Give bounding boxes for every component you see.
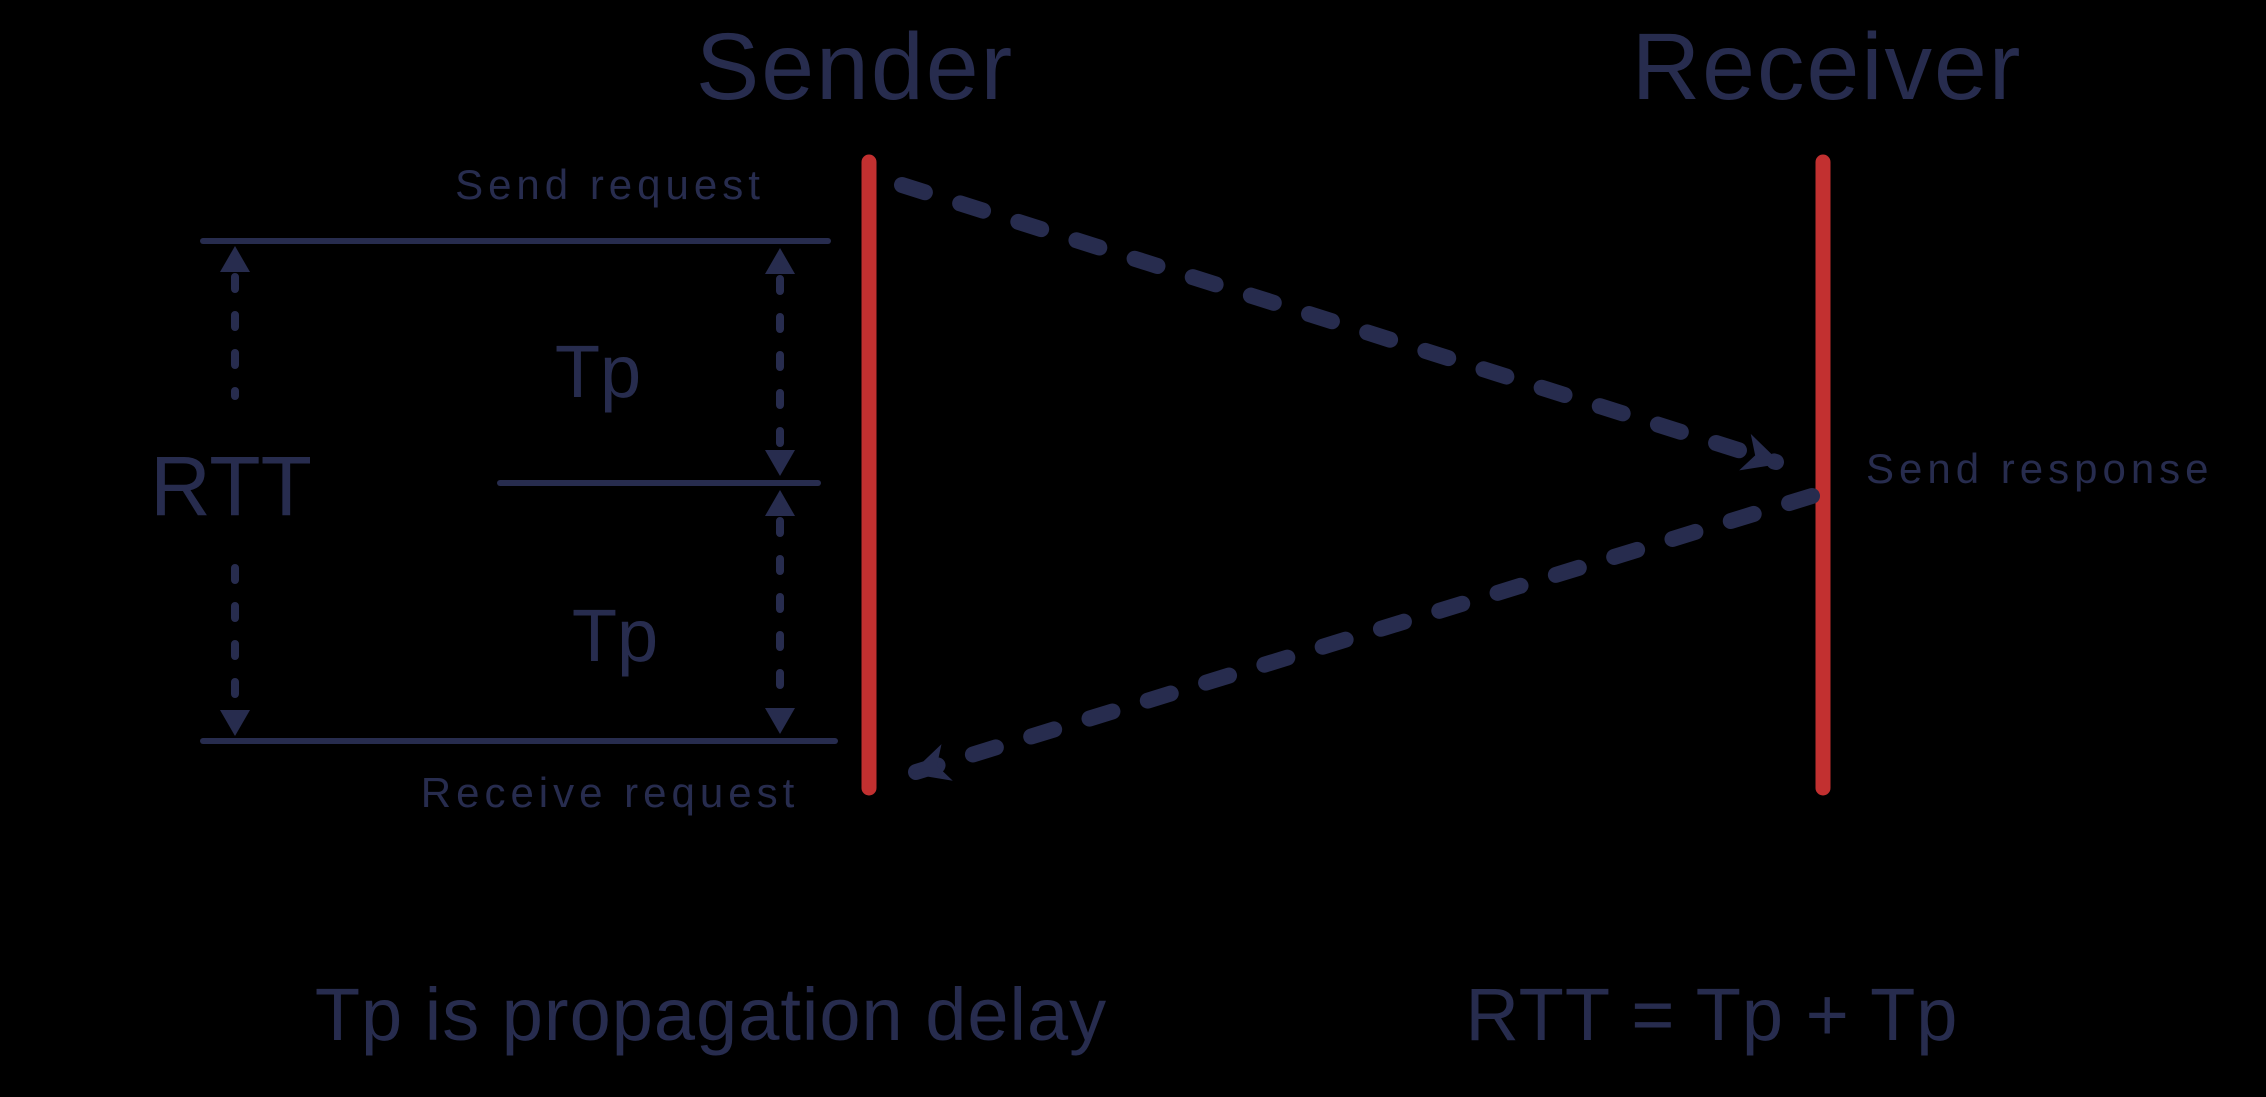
tp-definition-caption: Tp is propagation delay — [314, 973, 1108, 1056]
tp-lower-arrowhead-up-icon — [765, 490, 795, 516]
rtt-arrowhead-up-icon — [220, 246, 250, 272]
tp-lower-measure-arrow — [765, 490, 795, 734]
sender-title: Sender — [695, 14, 1015, 120]
rtt-measure-arrow — [220, 246, 250, 736]
tp-upper-arrowhead-down-icon — [765, 450, 795, 476]
response-message-arrow — [908, 488, 1820, 781]
tp-lower-label: Tp — [571, 594, 659, 677]
send-response-label: Send response — [1866, 445, 2214, 492]
tp-upper-label: Tp — [554, 330, 642, 413]
request-message-arrow — [894, 177, 1784, 471]
send-request-label: Send request — [455, 161, 765, 208]
rtt-label: RTT — [150, 439, 312, 533]
tp-lower-arrowhead-down-icon — [765, 708, 795, 734]
receiver-title: Receiver — [1631, 14, 2023, 120]
rtt-arrowhead-down-icon — [220, 710, 250, 736]
receive-request-label: Receive request — [420, 769, 800, 816]
tp-upper-measure-arrow — [765, 248, 795, 476]
tp-upper-arrowhead-up-icon — [765, 248, 795, 274]
rtt-formula-caption: RTT = Tp + Tp — [1465, 973, 1959, 1056]
